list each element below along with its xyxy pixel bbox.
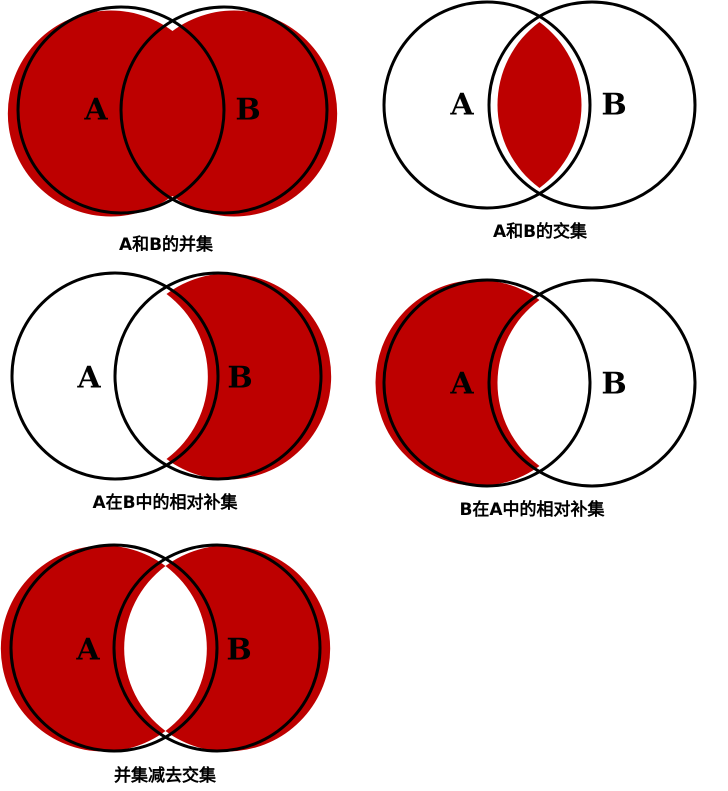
- venn-symmetric-difference-left-lune: [0, 545, 166, 752]
- venn-b-minus-a-label-b: B: [227, 361, 252, 396]
- venn-a-minus-b-circle-b: [487, 278, 697, 488]
- venn-a-minus-b-circle-a: [382, 278, 592, 488]
- venn-symmetric-difference-label-a: A: [75, 633, 100, 668]
- venn-intersection: A B A和B的交集: [382, 0, 697, 242]
- venn-a-minus-b-caption: B在A中的相对补集: [459, 499, 605, 520]
- venn-b-minus-a-caption: A在B中的相对补集: [92, 492, 238, 513]
- venn-symmetric-difference-caption: 并集减去交集: [114, 765, 217, 786]
- venn-b-minus-a-label-a: A: [76, 361, 101, 396]
- venn-union-label-a: A: [83, 93, 108, 128]
- venn-union-caption: A和B的并集: [119, 234, 214, 255]
- venn-intersection-circle-b: [487, 0, 697, 210]
- venn-intersection-caption: A和B的交集: [493, 221, 588, 242]
- venn-symmetric-difference-right-lune: [165, 545, 331, 752]
- venn-b-minus-a-shaded-region: [166, 273, 332, 480]
- venn-b-minus-a-circle-a: [10, 271, 220, 481]
- venn-intersection-label-b: B: [601, 88, 626, 123]
- venn-union-circle-a: [16, 5, 226, 215]
- venn-symmetric-difference-circle-a: [9, 543, 219, 753]
- venn-symmetric-difference: A B 并集减去交集: [0, 543, 331, 786]
- venn-symmetric-difference-circle-b: [112, 543, 322, 753]
- venn-a-minus-b: A B B在A中的相对补集: [375, 278, 697, 520]
- venn-union-circle-b: [119, 5, 329, 215]
- venn-symmetric-difference-label-b: B: [226, 633, 251, 668]
- venn-intersection-circle-a: [382, 0, 592, 210]
- venn-a-minus-b-label-a: A: [449, 367, 474, 402]
- venn-b-minus-a: A B A在B中的相对补集: [10, 271, 332, 513]
- venn-union-shaded-region: [7, 10, 338, 217]
- venn-a-minus-b-shaded-region: [375, 280, 540, 487]
- venn-union: A B A和B的并集: [7, 5, 338, 255]
- venn-union-label-b: B: [235, 93, 260, 128]
- venn-intersection-shaded-region: [497, 22, 582, 188]
- venn-a-minus-b-label-b: B: [601, 367, 626, 402]
- venn-intersection-label-a: A: [449, 88, 474, 123]
- venn-b-minus-a-circle-b: [113, 271, 323, 481]
